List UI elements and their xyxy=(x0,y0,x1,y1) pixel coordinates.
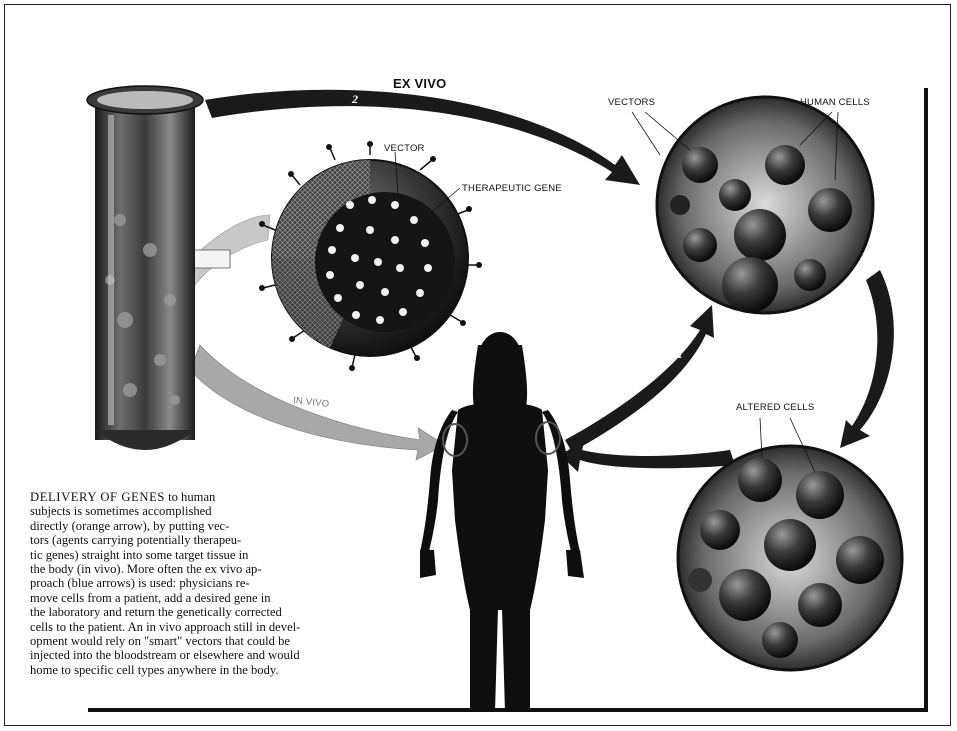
caption-line-12: home to specific cell types anywhere in … xyxy=(30,663,365,677)
step-4-number: 4 xyxy=(692,464,698,479)
therapeutic-gene-label: THERAPEUTIC GENE xyxy=(462,183,562,194)
caption-line: DELIVERY OF GENES to human xyxy=(30,490,365,504)
test-tube-illustration xyxy=(87,86,203,450)
caption-lead: DELIVERY OF GENES xyxy=(30,490,165,504)
step-2-number: 2 xyxy=(352,92,358,107)
caption-line-3: tors (agents carrying potentially therap… xyxy=(30,533,365,547)
arrow-4 xyxy=(560,440,735,472)
human-cells-circle xyxy=(632,97,873,313)
caption-line-9: cells to the patient. An in vivo approac… xyxy=(30,620,365,634)
ex-vivo-label: EX VIVO xyxy=(393,76,446,91)
caption-line-0: to human xyxy=(165,490,215,504)
human-silhouette xyxy=(420,332,584,712)
caption-line-2: directly (orange arrow), by putting vec- xyxy=(30,519,365,533)
caption-line-4: tic genes) straight into some target tis… xyxy=(30,548,365,562)
vector-label: VECTOR xyxy=(384,143,425,154)
caption-line-6: proach (blue arrows) is used: physicians… xyxy=(30,576,365,590)
caption-line-1: subjects is sometimes accomplished xyxy=(30,504,365,518)
step-1-number: 1 xyxy=(677,347,683,362)
vector-particle-illustration xyxy=(259,141,482,371)
caption-line-5: the body (in vivo). More often the ex vi… xyxy=(30,562,365,576)
arrow-2-ex-vivo xyxy=(205,90,640,185)
step-3-number: 3 xyxy=(868,306,874,321)
caption-line-11: injected into the bloodstream or elsewhe… xyxy=(30,648,365,662)
arrow-1 xyxy=(565,305,714,452)
arrow-3 xyxy=(840,270,894,448)
caption: DELIVERY OF GENES to human subjects is s… xyxy=(30,490,365,677)
caption-line-8: the laboratory and return the geneticall… xyxy=(30,605,365,619)
vectors-label: VECTORS xyxy=(608,97,655,108)
human-cells-label: HUMAN CELLS xyxy=(800,97,870,108)
altered-cells-label: ALTERED CELLS xyxy=(736,402,814,413)
caption-line-7: move cells from a patient, add a desired… xyxy=(30,591,365,605)
caption-line-10: opment would rely on "smart" vectors tha… xyxy=(30,634,365,648)
